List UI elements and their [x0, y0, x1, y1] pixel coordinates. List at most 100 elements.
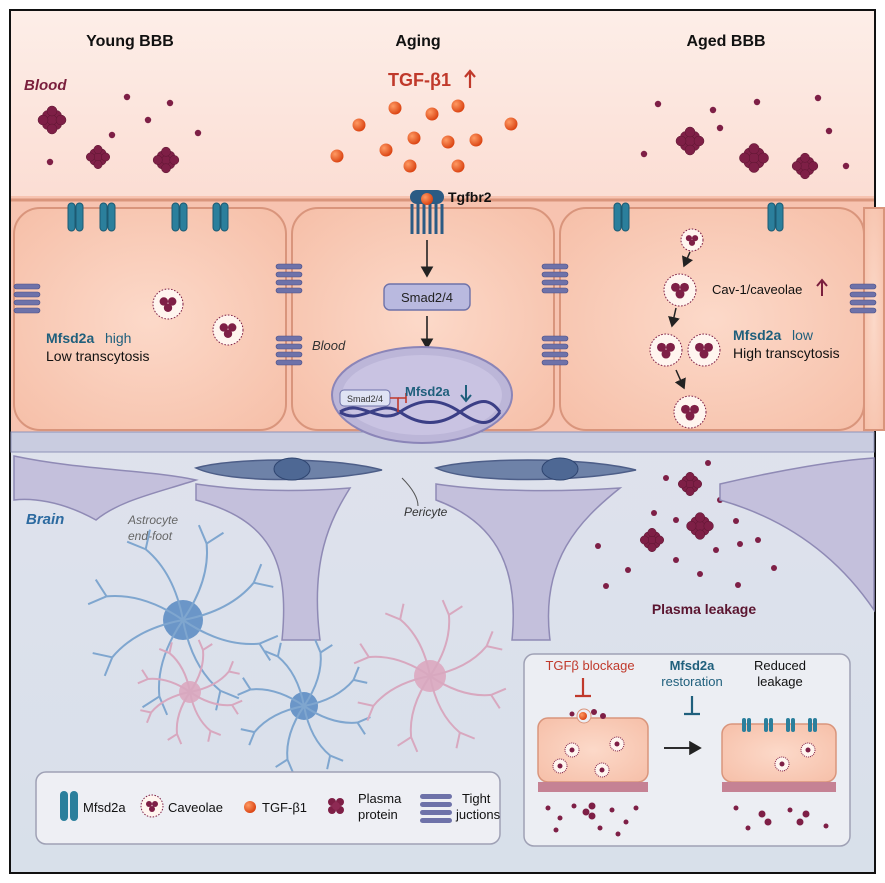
restoration-word: restoration: [661, 674, 722, 689]
plasma-protein: [123, 93, 131, 101]
tight-junction-legend-icon: [420, 794, 452, 823]
plasma-protein-cluster: [791, 152, 819, 180]
nucleus-mfsd2a-label: Mfsd2a: [405, 384, 451, 399]
tight-junction: [541, 335, 569, 366]
plasma-protein: [625, 567, 631, 573]
up-arrow-icon: [464, 69, 476, 88]
tgf-b1-particle: [352, 118, 366, 132]
label-brain: Brain: [26, 511, 64, 528]
smad-label: Smad2/4: [401, 290, 453, 305]
caveolae-legend-icon: [140, 794, 164, 818]
plasma-protein: [755, 537, 761, 543]
tgfbr2-receptor: [410, 190, 444, 234]
aged-mfsd2a-level: low: [792, 327, 814, 343]
plasma-protein: [697, 571, 703, 577]
tgf-b1-particle: [403, 159, 417, 173]
plasma-protein: [716, 124, 724, 132]
mfsd2a-transporter: [171, 202, 188, 232]
plasma-protein: [651, 510, 657, 516]
header-aged: Aged BBB: [686, 33, 765, 50]
plasma-leakage-label: Plasma leakage: [652, 601, 757, 617]
mini-cell-leaky: [537, 717, 649, 783]
legend-box: [35, 771, 501, 845]
legend-mfsd2a: Mfsd2a: [83, 800, 126, 815]
tgf-b1-particle: [407, 131, 421, 145]
reduced-line2: leakage: [757, 674, 803, 689]
plasma-protein: [144, 116, 152, 124]
astrocyte-end-feet: [13, 455, 875, 641]
plasma-protein: [673, 517, 679, 523]
young-mfsd2a-name: Mfsd2a: [46, 330, 94, 346]
plasma-protein-cluster: [152, 146, 180, 174]
plasma-protein: [737, 541, 743, 547]
tight-junction: [275, 263, 303, 294]
astrocytes: [87, 524, 507, 773]
tight-junction: [13, 283, 41, 314]
aged-transcytosis: High transcytosis: [733, 345, 840, 361]
nucleus: [331, 346, 513, 444]
cell-blood-label: Blood: [312, 338, 346, 353]
aged-mfsd2a-name: Mfsd2a: [733, 327, 781, 343]
plasma-protein: [673, 557, 679, 563]
plasma-protein-legend-icon: [328, 798, 344, 814]
plasma-protein-cluster: [37, 105, 67, 135]
legend-tgf: TGF-β1: [262, 800, 307, 815]
plasma-protein-cluster: [639, 527, 665, 553]
inhibit-icon: [684, 696, 700, 716]
tgf-b1-particle: [425, 107, 439, 121]
plasma-protein: [814, 94, 822, 102]
plasma-protein-cluster: [739, 143, 769, 173]
tgf-title-text: TGF-β1: [388, 70, 451, 90]
mfsd2a-legend-icon: [60, 791, 78, 821]
caveola: [152, 288, 184, 320]
header-young: Young BBB: [86, 33, 174, 50]
plasma-protein: [166, 99, 174, 107]
tight-junction: [849, 283, 877, 314]
caveola: [673, 395, 707, 429]
label-blood: Blood: [24, 77, 67, 94]
legend-tight-line1: Tight: [462, 791, 491, 806]
mfsd2a-transporter: [613, 202, 630, 232]
tgf-b1-particle: [388, 101, 402, 115]
up-arrow-icon: [816, 278, 828, 296]
mfsd2a-transporters: [67, 202, 784, 232]
plasma-protein: [640, 150, 648, 158]
transcytosis-arrows: [668, 251, 694, 390]
astrocyte-label-line1: Astrocyte: [127, 513, 178, 527]
astrocyte-label-line2: end-foot: [128, 529, 173, 543]
plasma-protein-cluster: [686, 512, 714, 540]
tgf-b1-particle: [451, 159, 465, 173]
caveolae-vesicles: [152, 228, 721, 429]
tgf-title: TGF-β1: [388, 69, 476, 90]
plasma-protein: [825, 127, 833, 135]
pericytes: [193, 457, 637, 481]
plasma-protein: [194, 129, 202, 137]
legend: Mfsd2a Caveolae TGF-β1 Plasma protein Ti…: [35, 771, 501, 845]
tgf-b1-particle: [451, 99, 465, 113]
plasma-protein: [771, 565, 777, 571]
tight-junction: [275, 335, 303, 366]
plasma-protein: [663, 475, 669, 481]
caveola: [663, 273, 697, 307]
pericyte-label: Pericyte: [404, 505, 448, 519]
plasma-proteins: [37, 93, 850, 589]
restoration-name: Mfsd2a: [670, 658, 716, 673]
smad-box: [383, 283, 471, 311]
tight-junctions: [13, 263, 877, 366]
plasma-protein: [842, 162, 850, 170]
mfsd2a-transporter: [99, 202, 116, 232]
tgf-b1-particle: [504, 117, 518, 131]
tight-junction: [541, 263, 569, 294]
aged-caveolae-label: Cav-1/caveolae: [712, 282, 802, 297]
plasma-protein: [753, 98, 761, 106]
endothelial-cell-young: [13, 207, 287, 431]
plasma-protein: [733, 518, 739, 524]
legend-caveolae: Caveolae: [168, 800, 223, 815]
blood-region: [11, 11, 874, 211]
caveola: [649, 333, 683, 367]
down-arrow-icon: [460, 385, 472, 403]
mfsd2a-transporter: [767, 202, 784, 232]
young-mfsd2a-level: high: [105, 330, 131, 346]
caveola: [687, 333, 721, 367]
